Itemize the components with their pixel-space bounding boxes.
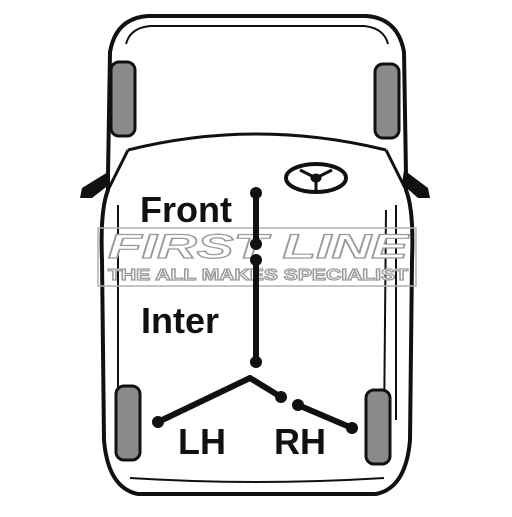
label-lh: LH	[178, 421, 226, 462]
inter-cable-end	[250, 356, 262, 368]
cable-nodes	[152, 187, 358, 434]
car-windscreen-left-edge	[106, 149, 130, 191]
equaliser-link	[247, 375, 284, 400]
car-windscreen-line	[127, 132, 387, 152]
rh-cable-start	[292, 399, 304, 411]
front-right-tyre-icon	[373, 62, 401, 140]
front-left-tyre-icon	[109, 60, 137, 138]
equaliser-joint	[275, 391, 287, 403]
right-wing-mirror-icon	[402, 170, 430, 198]
label-front: Front	[140, 189, 232, 230]
label-inter: Inter	[141, 300, 219, 341]
cable-routing	[155, 191, 355, 431]
front-cable-joint	[250, 238, 262, 250]
rh-cable-end	[346, 422, 358, 434]
steering-wheel-icon	[284, 162, 348, 194]
car-rear-line	[129, 477, 385, 483]
inter-cable-start	[250, 254, 262, 266]
car-front-bumper-inner	[125, 25, 389, 45]
lh-cable-end	[152, 416, 164, 428]
label-rh: RH	[274, 421, 326, 462]
rh-cable	[295, 402, 355, 431]
lh-cable	[155, 375, 253, 425]
rear-left-tyre-icon	[114, 384, 142, 462]
rear-right-tyre-icon	[364, 388, 392, 466]
front-cable-end	[250, 187, 262, 199]
left-wing-mirror-icon	[80, 172, 110, 198]
